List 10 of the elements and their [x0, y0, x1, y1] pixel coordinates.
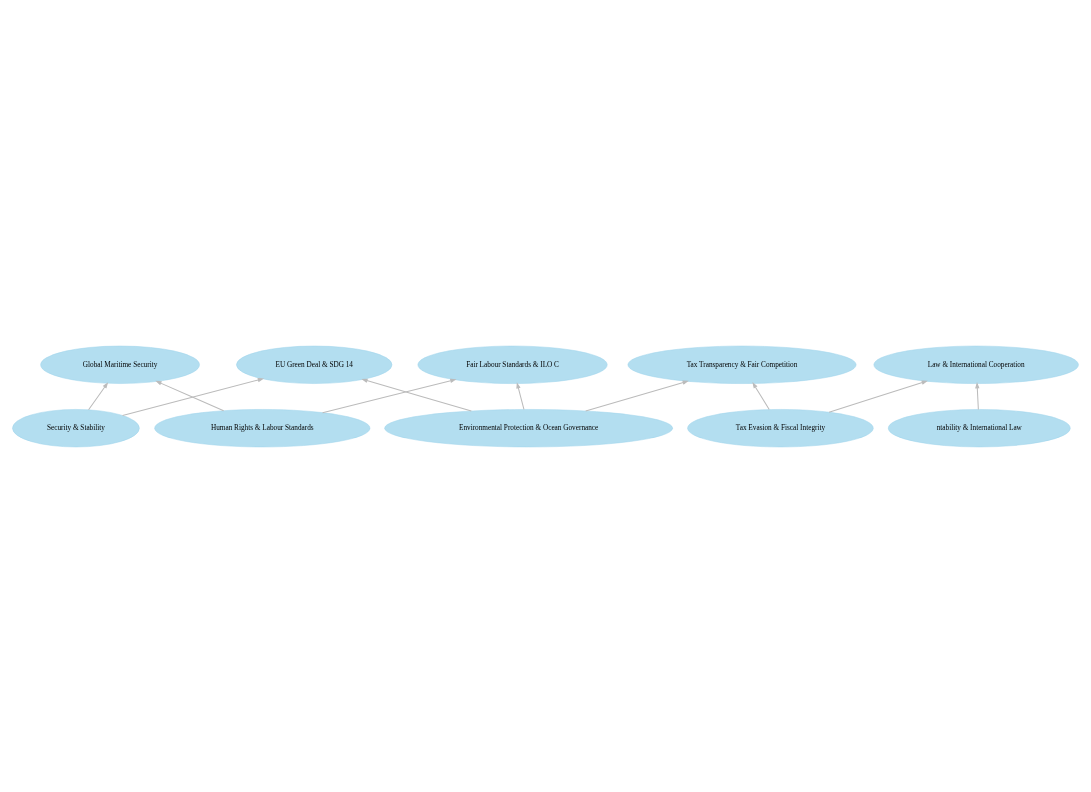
arrow: [155, 380, 225, 411]
arrow: [828, 380, 928, 413]
arrow: [975, 381, 980, 410]
arrow: [585, 380, 689, 412]
arrow: [122, 377, 265, 416]
arrow: [361, 378, 472, 412]
arrow: [752, 381, 770, 410]
arrow: [322, 378, 457, 413]
arrow: [516, 381, 525, 410]
arrow: [88, 381, 109, 410]
